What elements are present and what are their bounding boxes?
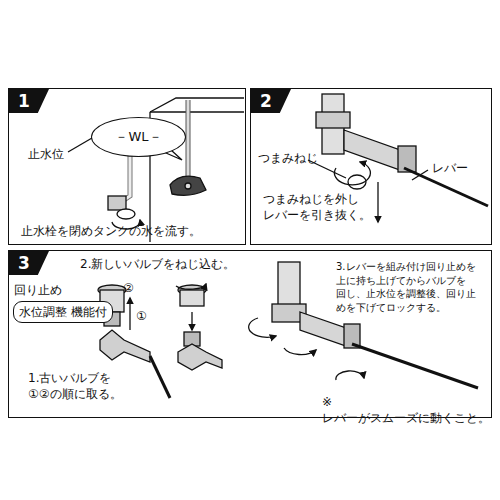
annotation-label: つまみねじ: [258, 150, 338, 166]
annotation-label: 1.古いバルブを ①②の順に取る。: [28, 370, 140, 402]
step-number: 3: [9, 251, 49, 275]
annotation-label: 止水位: [28, 146, 88, 162]
step-caption: つまみねじを外し レバーを引き抜く。: [263, 191, 383, 223]
annotation-label: ②: [123, 280, 141, 296]
annotation-label: 3.レバーを組み付け回り止めを 上に持ち上げてからバルブを 回し、止水位を調整後…: [336, 260, 488, 314]
node-text: 水位調整 機能付: [19, 304, 107, 320]
step-caption: 止水栓を閉めタンクの水を流す。: [21, 223, 236, 239]
annotation-label: レバー: [432, 160, 488, 176]
step-number: 1: [9, 89, 49, 113]
feature-box: 水位調整 機能付: [13, 301, 113, 323]
annotation-label: 回り止め: [14, 282, 84, 298]
speech-bubble: －WL－: [91, 117, 186, 157]
annotation-label: ※レバーがスムーズに動くこと。: [322, 394, 492, 426]
node-text: －WL－: [115, 128, 161, 146]
annotation-label: ①: [136, 308, 154, 324]
step-number: 2: [251, 89, 291, 113]
annotation-label: 2.新しいバルブをねじ込む。: [80, 256, 270, 272]
step-panel: 1 止水栓を閉めタンクの水を流す。 －WL－: [8, 88, 246, 245]
